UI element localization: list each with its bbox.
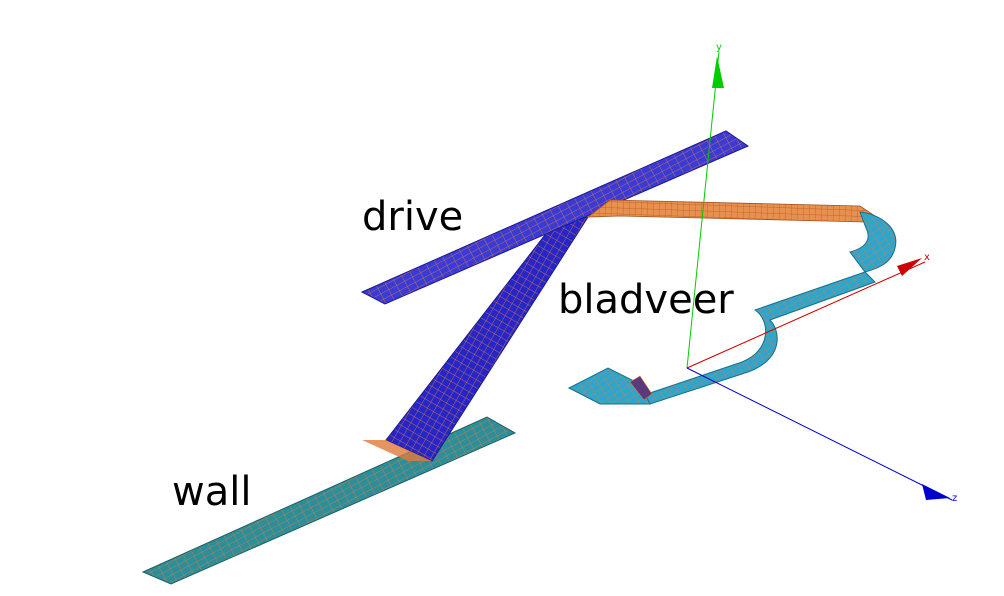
drive-plate [360, 130, 750, 305]
bladveer-end-fold [629, 375, 653, 401]
x-axis-arrow [897, 258, 922, 276]
x-axis-label: x [924, 252, 930, 263]
z-axis-label: z [952, 493, 957, 504]
z-axis-line [686, 367, 953, 501]
drive-arm-foot [362, 440, 432, 461]
bladveer-top-strip [586, 199, 891, 237]
y-axis-label: y [716, 42, 722, 53]
y-axis-line [686, 51, 720, 369]
y-axis-arrow [712, 56, 724, 88]
z-axis-arrow [922, 484, 950, 500]
bladveer-curl [849, 211, 897, 273]
coordinate-triad: y x z [686, 42, 957, 504]
x-axis-line [686, 261, 926, 369]
drive-label: drive [362, 194, 464, 240]
bladveer-label: bladveer [558, 277, 734, 323]
wall-label: wall [172, 469, 252, 515]
